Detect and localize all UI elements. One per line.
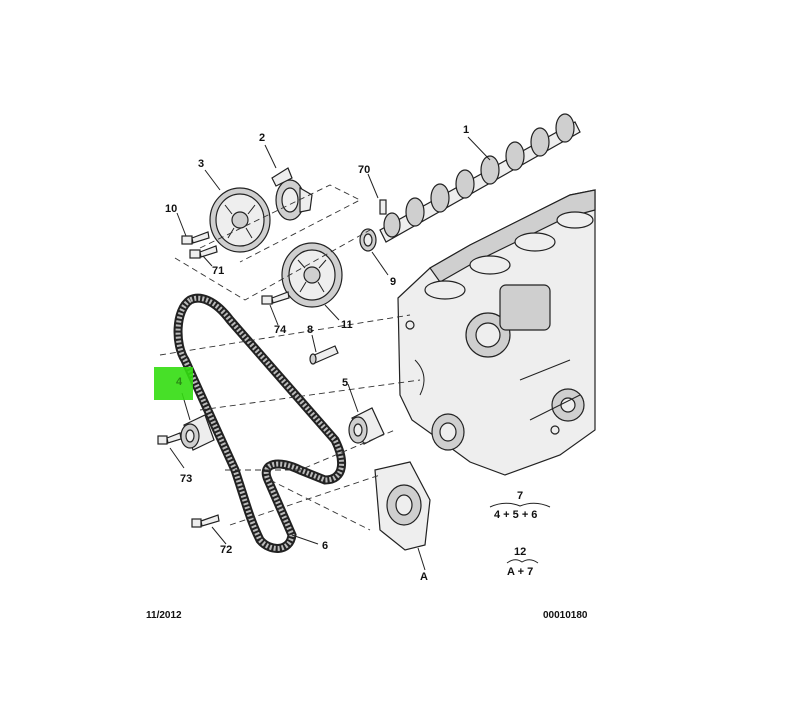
label-part-70: 70 [358,164,370,176]
label-part-10: 10 [165,203,177,215]
formula-12-bottom: A + 7 [507,566,533,578]
label-part-11: 11 [341,319,353,331]
footer-date: 11/2012 [146,610,182,621]
bolt-73 [157,432,182,445]
idler-roller [348,407,385,445]
pulley-hub [271,167,313,221]
bolt-72 [191,514,220,528]
belt-tensioner [180,414,215,451]
label-part-71: 71 [212,265,224,277]
label-part-3: 3 [198,158,204,170]
label-part-A: A [420,571,428,583]
water-pump [374,461,431,551]
formula-7-top: 7 [517,490,523,502]
formula-12: 12 A + 7 [506,546,539,578]
formula-12-top: 12 [514,546,526,558]
label-part-1: 1 [463,124,469,136]
camshaft [379,113,581,243]
bolt-10 [181,231,210,245]
camshaft-pulley [209,187,271,253]
label-part-6: 6 [322,540,328,552]
dowel-pin [379,199,387,215]
label-part-73: 73 [180,473,192,485]
stud [309,345,339,365]
bolt-71 [189,245,218,259]
highlight-box [154,367,193,400]
formula-7: 7 4 + 5 + 6 [489,490,551,521]
alignment-lines [159,184,421,531]
bolt-74 [261,291,290,305]
label-part-5: 5 [342,377,348,389]
oil-seal [359,228,377,252]
label-part-8: 8 [307,324,313,336]
label-part-74: 74 [274,324,287,336]
label-part-4: 4 [176,376,183,388]
label-part-2: 2 [259,132,265,144]
brace-12 [506,559,539,564]
engine-block [397,189,596,476]
crankshaft-sprocket [431,413,465,451]
brace-7 [489,502,551,508]
injection-pump-pulley [281,242,343,308]
formula-7-bottom: 4 + 5 + 6 [494,509,537,521]
leader-lines [169,136,491,571]
label-part-9: 9 [390,276,396,288]
footer-reference: 00010180 [543,610,588,621]
label-part-72: 72 [220,544,232,556]
part-labels: 1 2 3 10 70 71 9 11 74 8 4 5 73 72 6 A [165,124,469,583]
